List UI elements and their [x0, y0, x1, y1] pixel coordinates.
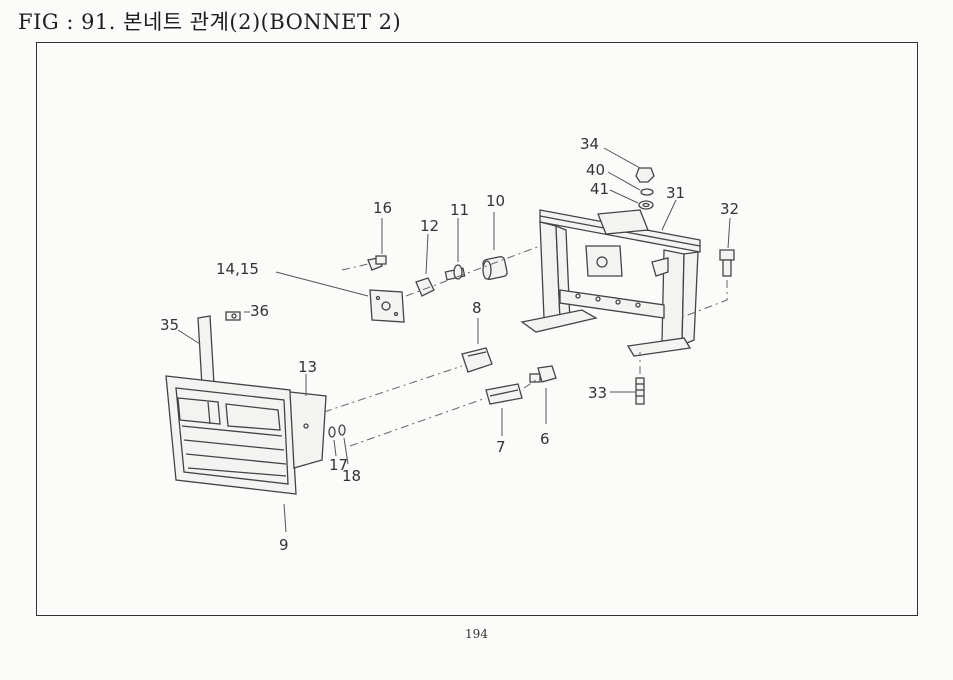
part-bracket-8: [461, 347, 493, 373]
callout-41: 41: [590, 180, 609, 198]
part-pin-11: [444, 264, 466, 281]
figure-title: FIG : 91. 본네트 관계(2)(BONNET 2): [18, 10, 402, 34]
part-bolt-32: [719, 249, 735, 277]
callout-11: 11: [450, 201, 469, 219]
part-front-grille-9: [165, 375, 297, 495]
diagram-frame: [36, 42, 918, 616]
part-stay-35: [197, 315, 215, 387]
callout-12: 12: [420, 217, 439, 235]
callout-7: 7: [496, 438, 506, 456]
callout-17: 17: [329, 456, 348, 474]
part-screw-17: [328, 426, 336, 438]
part-stud-33: [635, 377, 645, 405]
part-support-frame: [520, 209, 701, 357]
callout-8: 8: [472, 299, 482, 317]
callout-18: 18: [342, 467, 361, 485]
part-nut-34: [635, 167, 655, 183]
callout-36: 36: [250, 302, 269, 320]
callout-34: 34: [580, 135, 599, 153]
part-bolt-36: [225, 311, 241, 321]
part-screw-18: [338, 424, 346, 436]
callout-40: 40: [586, 161, 605, 179]
part-panel-13: [289, 391, 327, 469]
callout-10: 10: [486, 192, 505, 210]
part-washer-41: [638, 200, 654, 210]
part-bracket-7: [485, 383, 523, 405]
callout-16: 16: [373, 199, 392, 217]
callout-33: 33: [588, 384, 607, 402]
part-bolt-16: [367, 255, 387, 271]
callout-32: 32: [720, 200, 739, 218]
leader-lines: [177, 147, 731, 533]
part-rubber-mount-10: [482, 256, 508, 280]
part-washer-40: [640, 188, 654, 196]
callout-9: 9: [279, 536, 289, 554]
part-bushing-12: [415, 277, 435, 297]
callout-13: 13: [298, 358, 317, 376]
page-number: 194: [465, 627, 488, 641]
callout-31: 31: [666, 184, 685, 202]
callout-35: 35: [160, 316, 179, 334]
part-bolt-6: [529, 365, 557, 383]
callout-14-15: 14,15: [216, 260, 259, 278]
part-hinge-plate-14-15: [369, 289, 405, 323]
callout-6: 6: [540, 430, 550, 448]
